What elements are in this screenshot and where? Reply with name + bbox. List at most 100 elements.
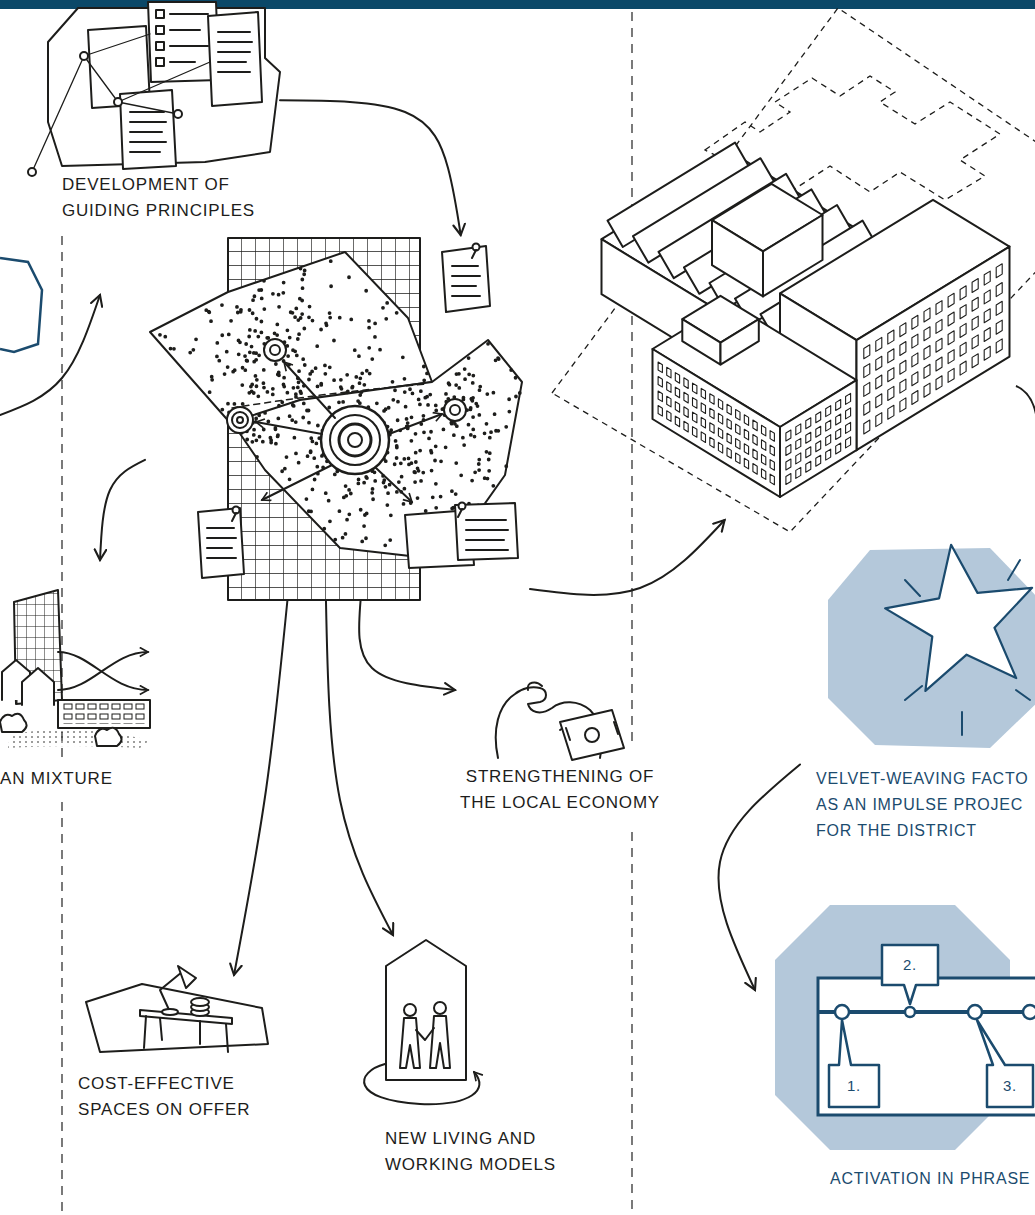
stipple-dot	[329, 366, 331, 368]
stipple-dot	[224, 373, 226, 375]
stipple-dot	[458, 373, 460, 375]
living-icon	[400, 1018, 420, 1068]
stipple-dot	[415, 433, 417, 435]
building-face	[984, 290, 990, 304]
mixture-icon	[95, 728, 122, 746]
building-face	[816, 455, 821, 466]
stipple-dot	[478, 414, 480, 416]
stipple-dot	[254, 330, 256, 332]
step-caption: DEVELOPMENT OF GUIDING PRINCIPLES	[62, 172, 272, 224]
building-face	[658, 377, 662, 388]
stipple-dot	[403, 503, 405, 505]
stipple-dot	[313, 457, 315, 459]
stipple-dot	[412, 393, 414, 395]
stipple-dot	[394, 463, 396, 465]
building-face	[753, 449, 757, 460]
stipple-dot	[269, 437, 271, 439]
stipple-dot	[426, 373, 428, 375]
stipple-dot	[276, 334, 278, 336]
stipple-dot	[289, 337, 291, 339]
stipple-dot	[257, 395, 259, 397]
building-face	[924, 308, 930, 322]
stipple-dot	[312, 488, 314, 490]
stipple-dot	[389, 539, 391, 541]
building-face	[762, 454, 766, 465]
stipple-dot	[508, 411, 510, 413]
stipple-dot	[274, 332, 276, 334]
stipple-dot	[382, 307, 384, 309]
stipple-dot	[189, 352, 191, 354]
mixture-icon	[8, 730, 150, 748]
building-face	[736, 410, 740, 421]
building-face	[960, 305, 966, 319]
stipple-dot	[505, 465, 507, 467]
building-face	[924, 327, 930, 341]
stipple-dot	[333, 379, 335, 381]
building-face	[924, 364, 930, 378]
mixture-step: AN MIXTURE	[0, 560, 160, 800]
district-map-icon	[442, 246, 490, 312]
stipple-dot	[342, 401, 344, 403]
stipple-dot	[342, 537, 344, 539]
stipple-dot	[458, 387, 460, 389]
stipple-dot	[246, 439, 248, 441]
stipple-dot	[272, 293, 274, 295]
district-map-icon	[270, 345, 280, 355]
stipple-dot	[348, 513, 350, 515]
step-caption: COST-EFFECTIVE SPACES ON OFFER	[78, 1071, 268, 1123]
stipple-dot	[428, 438, 430, 440]
stipple-dot	[423, 415, 425, 417]
phase-bubble: 1.	[827, 1017, 881, 1113]
building-face	[876, 413, 882, 427]
building-face	[876, 337, 882, 351]
stipple-dot	[508, 398, 510, 400]
building-face	[658, 406, 662, 417]
bubble-outline	[882, 945, 938, 1004]
building-face	[727, 419, 731, 430]
district-map-icon	[450, 405, 460, 415]
timeline-icon	[835, 1005, 849, 1019]
factory-site	[550, 15, 1035, 520]
stipple-dot	[260, 321, 262, 323]
bubble-outline	[827, 1017, 881, 1113]
documents-icon	[174, 110, 182, 118]
stipple-dot	[358, 355, 360, 357]
building-face	[846, 408, 851, 419]
stipple-dot	[306, 498, 308, 500]
building-face	[826, 406, 831, 417]
building-face	[727, 448, 731, 459]
stipple-dot	[359, 377, 361, 379]
stipple-dot	[330, 285, 332, 287]
stipple-dot	[450, 422, 452, 424]
building-face	[864, 401, 870, 415]
stipple-dot	[414, 472, 416, 474]
stipple-dot	[345, 533, 347, 535]
stipple-dot	[385, 486, 387, 488]
flow-arrow	[100, 460, 145, 560]
stipple-dot	[494, 413, 496, 415]
stipple-dot	[242, 403, 244, 405]
building-face	[948, 312, 954, 326]
stipple-dot	[261, 298, 263, 300]
stipple-dot	[221, 334, 223, 336]
divider-line	[62, 12, 632, 1215]
building-face	[693, 412, 697, 423]
stipple-dot	[283, 377, 285, 379]
stipple-dot	[359, 394, 361, 396]
stipple-dot	[427, 404, 429, 406]
stipple-dot	[251, 441, 253, 443]
stipple-dot	[295, 453, 297, 455]
building-face	[936, 319, 942, 333]
stipple-dot	[316, 466, 318, 468]
building-face	[996, 301, 1002, 315]
building-face	[984, 346, 990, 360]
stipple-dot	[205, 309, 207, 311]
flow-arrow	[280, 100, 461, 235]
stipple-dot	[301, 313, 303, 315]
stipple-dot	[472, 429, 474, 431]
stipple-dot	[297, 338, 299, 340]
building-face	[912, 372, 918, 386]
building-face	[753, 435, 757, 446]
building-face	[753, 464, 757, 475]
